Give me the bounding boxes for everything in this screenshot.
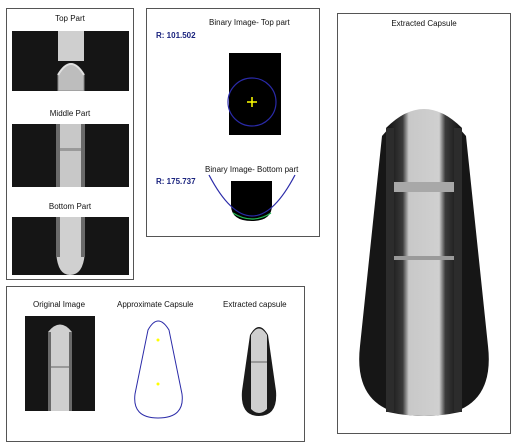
middle-part-caption: Middle Part: [49, 109, 91, 118]
bottom-part-image: [12, 217, 129, 275]
extracted-capsule-panel: Extracted Capsule: [337, 13, 511, 434]
middle-part-image: [12, 124, 129, 187]
original-image: [25, 316, 95, 411]
extracted-capsule-large: [359, 109, 489, 416]
bottom-radius-label: R: 175.737: [156, 177, 196, 186]
extracted-capsule-small: [241, 327, 277, 416]
original-image-caption: Original Image: [33, 300, 86, 309]
binary-bottom-title: Binary Image- Bottom part: [205, 165, 299, 174]
binary-top-title: Binary Image- Top part: [209, 18, 290, 27]
binary-top-image: [227, 53, 281, 135]
parts-panel: Top Part Middle Part Bottom Part: [6, 8, 134, 280]
top-part-caption: Top Part: [55, 14, 85, 23]
bottom-part-caption: Bottom Part: [48, 202, 92, 211]
binary-panel: Binary Image- Top part R: 101.502 Binary…: [146, 8, 320, 237]
comparison-panel: Original Image Approximate Capsule Extra…: [6, 286, 305, 442]
approx-capsule-image: [134, 320, 183, 419]
binary-bottom-image: [208, 174, 296, 221]
approx-capsule-caption: Approximate Capsule: [117, 300, 194, 309]
extracted-capsule-title: Extracted Capsule: [391, 19, 457, 28]
top-part-image: [12, 31, 129, 91]
extracted-capsule-caption: Extracted capsule: [223, 300, 287, 309]
top-radius-label: R: 101.502: [156, 31, 196, 40]
